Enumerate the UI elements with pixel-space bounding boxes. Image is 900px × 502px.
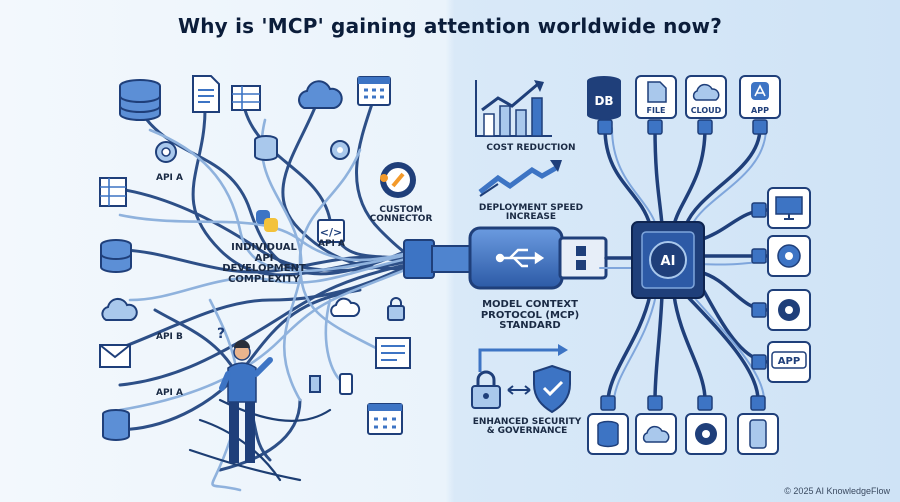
code-icon: </> xyxy=(317,219,345,243)
cloud-bottom-right-icon xyxy=(635,413,677,455)
db-icon: DB xyxy=(587,76,621,120)
settings-tile-icon xyxy=(767,289,811,331)
copyright-footer: © 2025 AI KnowledgeFlow xyxy=(784,486,890,496)
mcp-line-1: MODEL CONTEXT xyxy=(482,299,578,310)
svg-text:?: ? xyxy=(217,326,225,342)
monitor-tile-icon xyxy=(767,187,811,229)
custom-connector-gear-icon xyxy=(380,162,416,198)
api-a-top-label: API A xyxy=(156,173,184,183)
complexity-line-2: API xyxy=(254,252,274,264)
cloud-icon xyxy=(298,80,343,109)
file-tile-icon: FILE xyxy=(635,75,677,119)
usb-plug-icon xyxy=(468,226,608,290)
app-tile-icon: APP xyxy=(767,341,811,383)
db-label: DB xyxy=(594,94,613,108)
complexity-line-3: DEVELOPMENT xyxy=(222,263,306,274)
complexity-label: INDIVIDUAL API DEVELOPMENT COMPLEXITY xyxy=(214,242,314,285)
cloud-tile-icon: CLOUD xyxy=(685,75,727,119)
hub-label: AI xyxy=(661,254,676,269)
side-app-label: APP xyxy=(778,356,800,367)
deploy-line-1: DEPLOYMENT SPEED xyxy=(478,203,584,213)
database-left-icon xyxy=(100,239,132,273)
gear-tile-icon xyxy=(767,235,811,277)
custom-line-2: CONNECTOR xyxy=(369,214,433,225)
security-line-2: & GOVERNANCE xyxy=(486,426,568,437)
calendar-icon xyxy=(357,76,391,106)
connector-plugs xyxy=(597,119,768,411)
confused-person-icon: ? xyxy=(217,326,273,463)
double-arrow-icon xyxy=(507,385,531,395)
file-icon xyxy=(192,75,220,113)
calendar-bottom-icon xyxy=(367,403,403,435)
lock-left-icon xyxy=(387,297,405,321)
svg-text:</>: </> xyxy=(320,226,342,239)
page-title: Why is 'MCP' gaining attention worldwide… xyxy=(177,14,722,38)
python-icon xyxy=(256,210,278,232)
cloud-left-icon xyxy=(101,297,138,321)
database-icon xyxy=(119,79,161,121)
cloud-label: CLOUD xyxy=(691,106,722,115)
mcp-line-2: PROTOCOL (MCP) xyxy=(480,309,580,321)
mcp-line-3: STANDARD xyxy=(499,320,561,331)
document-left-icon xyxy=(375,337,411,369)
app-label: APP xyxy=(751,106,769,115)
database-bottom-icon xyxy=(102,409,130,441)
cable-bundle xyxy=(403,239,483,279)
gear-bottom-right-icon xyxy=(685,413,727,455)
cloud-gear-icon xyxy=(330,297,361,317)
complexity-line-4: COMPLEXITY xyxy=(228,273,300,285)
custom-connector-label: CUSTOM CONNECTOR xyxy=(358,205,444,225)
app-store-tile-icon: APP xyxy=(739,75,781,119)
spreadsheet-icon xyxy=(231,85,261,111)
mail-icon xyxy=(99,344,131,368)
complexity-line-1: INDIVIDUAL xyxy=(231,242,297,253)
gear-icon xyxy=(155,141,177,163)
custom-line-1: CUSTOM xyxy=(379,205,423,215)
ai-hub-chip: AI xyxy=(631,221,705,299)
security-line-1: ENHANCED SECURITY xyxy=(472,417,582,427)
deployment-speed-label: DEPLOYMENT SPEED INCREASE xyxy=(456,203,606,223)
battery-icon xyxy=(339,373,353,395)
spreadsheet-left-icon xyxy=(99,177,127,207)
security-arrow-icon xyxy=(478,344,568,372)
api-a-mid-label: API A xyxy=(318,239,346,249)
security-label: ENHANCED SECURITY & GOVERNANCE xyxy=(452,417,602,437)
cost-reduction-chart-icon xyxy=(475,80,552,137)
tablet-bottom-right-icon xyxy=(737,413,779,455)
padlock-icon xyxy=(471,370,501,409)
shield-check-icon xyxy=(533,364,571,414)
database-small-icon xyxy=(254,135,278,161)
cost-reduction-label: COST REDUCTION xyxy=(486,143,576,153)
deploy-line-2: INCREASE xyxy=(505,212,557,223)
gear-small-icon xyxy=(330,140,350,160)
mcp-standard-label: MODEL CONTEXT PROTOCOL (MCP) STANDARD xyxy=(450,299,610,332)
deployment-speed-arrow-icon xyxy=(478,160,562,197)
api-a-bottom-label: API A xyxy=(156,388,184,398)
database-bottom-right-icon xyxy=(587,413,629,455)
file-label: FILE xyxy=(646,106,665,115)
api-b-label: API B xyxy=(156,332,183,342)
usb-plug-left-icon xyxy=(309,375,321,393)
